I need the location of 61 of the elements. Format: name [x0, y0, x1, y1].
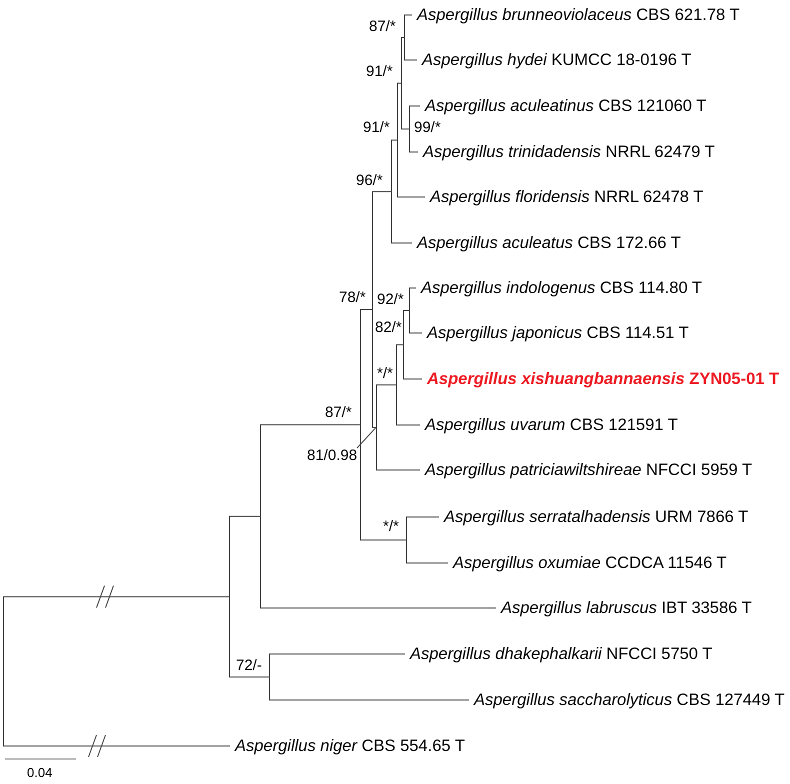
taxon-label: Aspergillus oxumiae CCDCA 11546 T	[448, 553, 727, 573]
taxon-label: Aspergillus uvarum CBS 121591 T	[420, 415, 678, 435]
branch-node-line	[408, 106, 410, 152]
taxon-label: Aspergillus japonicus CBS 114.51 T	[422, 323, 689, 343]
branch-line	[396, 196, 426, 198]
taxon-label: Aspergillus xishuangbannaensis ZYN05-01 T	[422, 369, 780, 389]
branch-node-line	[400, 38, 402, 129]
branch-line	[402, 378, 422, 380]
branch-node-line	[390, 140, 392, 243]
support-value: 92/*	[377, 291, 404, 309]
support-value: 72/-	[236, 657, 262, 675]
branch-line	[408, 332, 422, 334]
branch-line	[260, 424, 360, 426]
support-value: 87/*	[325, 404, 352, 422]
branch-line	[390, 242, 412, 244]
taxon-label: Aspergillus saccharolyticus CBS 127449 T	[469, 690, 785, 710]
branch-line	[396, 344, 404, 346]
branch-line	[406, 562, 448, 564]
branch-line	[400, 37, 404, 38]
support-value: 78/*	[339, 289, 366, 307]
branch-line	[396, 424, 420, 426]
taxon-label: Aspergillus aculeatus CBS 172.66 T	[412, 233, 681, 253]
taxon-label: Aspergillus aculeatinus CBS 121060 T	[420, 96, 706, 116]
branch-node-line	[268, 654, 270, 700]
branch-line	[360, 309, 372, 310]
taxon-label: Aspergillus serratalhadensis URM 7866 T	[439, 507, 748, 527]
taxon-label: Aspergillus floridensis NRRL 62478 T	[425, 187, 704, 207]
leader-line	[356, 426, 376, 448]
branch-line	[372, 191, 392, 192]
taxon-label: Aspergillus dhakephalkarii NFCCI 5750 T	[405, 644, 712, 664]
branch-node-line	[396, 83, 398, 197]
support-value: 99/*	[414, 119, 441, 137]
taxon-label: Aspergillus trinidadensis NRRL 62479 T	[418, 142, 715, 162]
support-value: 96/*	[356, 172, 383, 190]
support-value: 81/0.98	[307, 447, 358, 465]
branch-line	[228, 676, 270, 678]
branch-line	[228, 516, 260, 517]
support-value: 91/*	[363, 119, 390, 137]
scale-bar-label: 0.04	[27, 765, 52, 781]
branch-line	[2, 596, 230, 598]
branch-node-line	[408, 288, 410, 333]
taxon-label: Aspergillus patriciawiltshireae NFCCI 5959 T	[420, 460, 752, 480]
support-value: 82/*	[375, 319, 402, 337]
branch-line	[402, 310, 410, 311]
branch-node-line	[228, 516, 230, 677]
taxon-label: Aspergillus indologenus CBS 114.80 T	[416, 278, 702, 298]
taxon-label: Aspergillus hydei KUMCC 18-0196 T	[417, 50, 692, 70]
branch-line	[390, 140, 398, 141]
branch-line	[400, 128, 410, 130]
branch-line	[404, 14, 412, 16]
branch-line	[406, 516, 440, 518]
branch-node-line	[2, 596, 4, 746]
taxon-label: Aspergillus brunneoviolaceus CBS 621.78 T	[412, 5, 740, 25]
support-value: 87/*	[369, 18, 396, 36]
support-value: */*	[383, 518, 399, 536]
taxon-label: Aspergillus niger CBS 554.65 T	[230, 736, 465, 756]
branch-line	[376, 384, 396, 386]
support-value: */*	[377, 365, 393, 383]
branch-node-line	[402, 310, 404, 379]
support-value: 91/*	[366, 63, 393, 81]
taxon-label: Aspergillus labruscus IBT 33586 T	[496, 598, 752, 618]
